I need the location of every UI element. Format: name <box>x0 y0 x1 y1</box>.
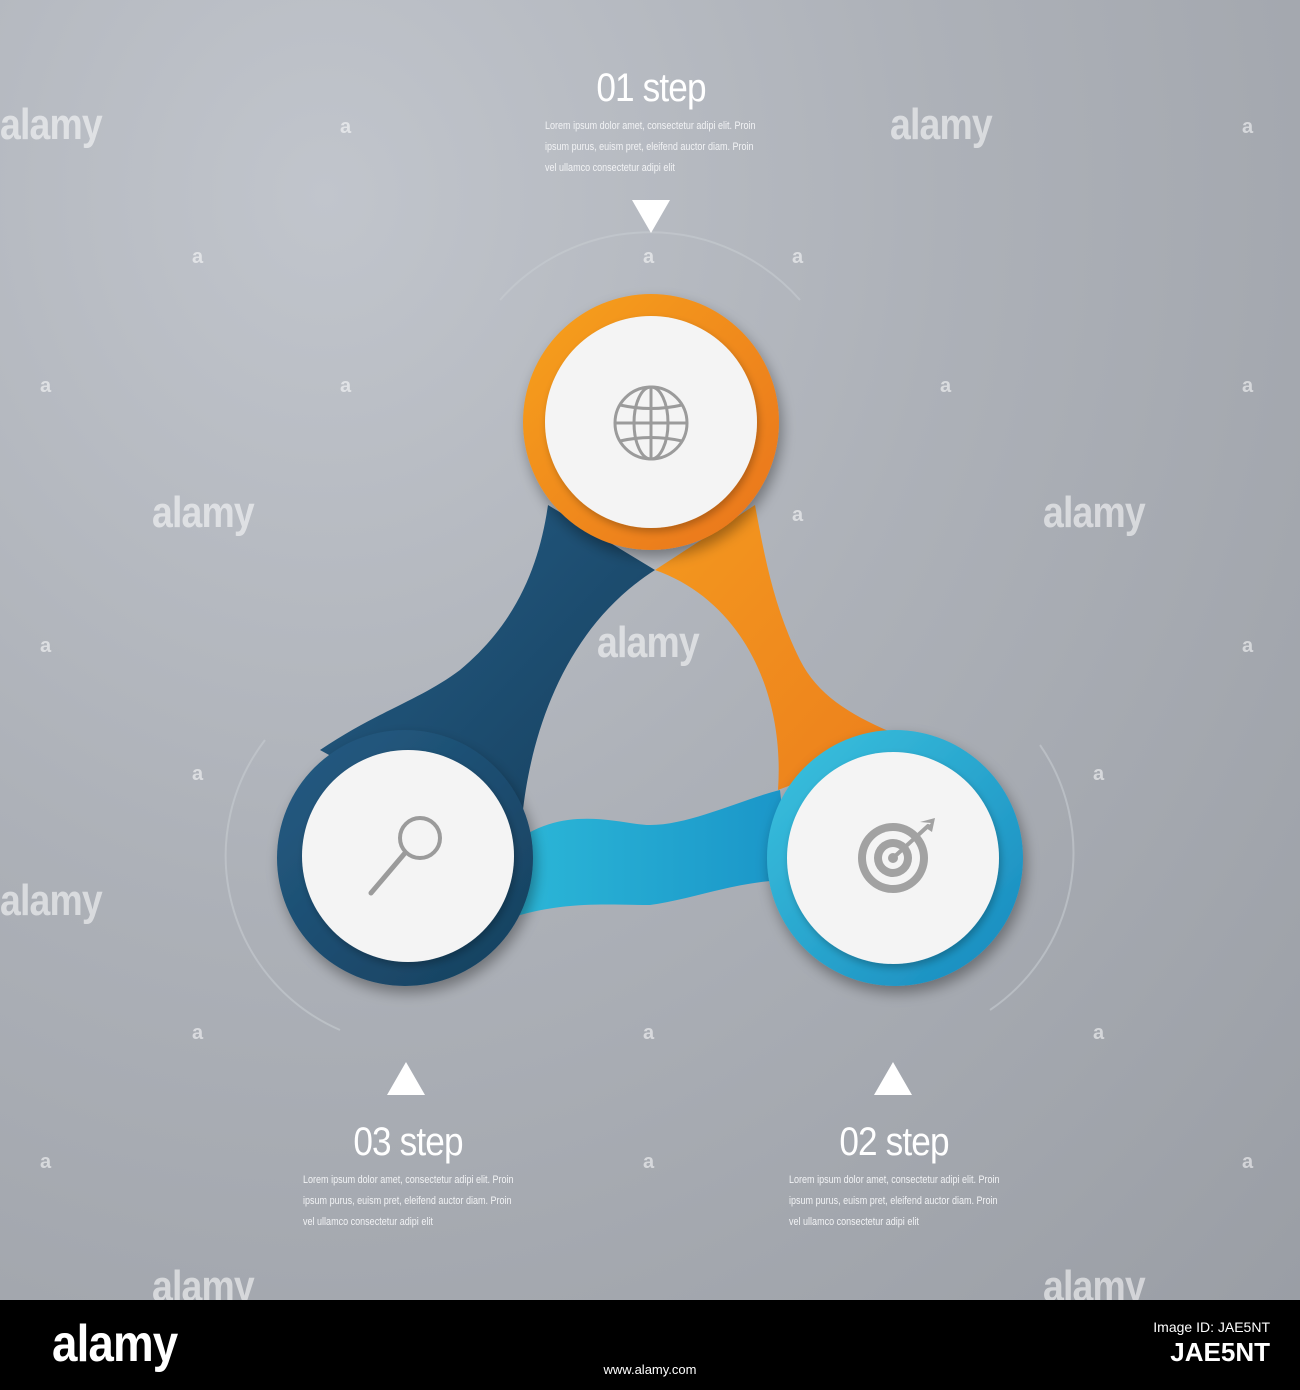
watermark-glyph: a <box>192 1022 204 1044</box>
step-3-arrow-icon <box>387 1062 425 1095</box>
watermark-glyph: a <box>643 1022 655 1044</box>
footer-url: www.alamy.com <box>603 1362 697 1377</box>
step-2-description: Lorem ipsum dolor amet, consectetur adip… <box>789 1174 1000 1228</box>
watermark-glyph: a <box>40 635 52 657</box>
watermark-glyph: a <box>40 1151 52 1173</box>
globe-icon <box>613 385 689 461</box>
watermark: alamy <box>1043 1262 1146 1300</box>
connector-orange-arm <box>655 505 910 790</box>
step-3-description: Lorem ipsum dolor amet, consectetur adip… <box>303 1174 514 1228</box>
step-3-title: 03 step <box>353 1120 463 1164</box>
watermark-glyph: a <box>192 246 204 268</box>
watermark: alamy <box>1043 488 1146 537</box>
watermark-glyph: a <box>1242 635 1254 657</box>
watermark-glyph: a <box>643 1151 655 1173</box>
target-icon <box>858 818 935 893</box>
step-1-node <box>523 294 779 550</box>
watermark-glyph: a <box>643 246 655 268</box>
watermark: alamy <box>0 876 103 925</box>
watermark-glyph: a <box>192 763 204 785</box>
cycle-diagram <box>224 200 1075 1095</box>
stock-footer-bar: alamy Image ID: JAE5NT JAE5NT www.alamy.… <box>0 1300 1300 1390</box>
image-id-value: JAE5NT <box>1170 1337 1270 1367</box>
watermark-glyph: a <box>792 246 804 268</box>
watermark-glyph: a <box>1242 375 1254 397</box>
step-2-node <box>767 730 1023 986</box>
watermark-glyph: a <box>940 375 952 397</box>
watermark-glyph: a <box>340 375 352 397</box>
watermark-glyph: a <box>1093 763 1105 785</box>
footer-logo: alamy <box>52 1315 178 1373</box>
step-3-node <box>277 730 533 986</box>
step-1-arrow-icon <box>632 200 670 233</box>
watermark: alamy <box>152 488 255 537</box>
watermark: alamy <box>152 1262 255 1300</box>
watermark-glyph: a <box>40 375 52 397</box>
watermark-glyph: a <box>792 504 804 526</box>
watermark: alamy <box>597 618 700 667</box>
step-2-arrow-icon <box>874 1062 912 1095</box>
footer-image-id: Image ID: JAE5NT JAE5NT <box>1153 1318 1270 1368</box>
magnifier-icon <box>368 816 442 896</box>
watermark-glyph: a <box>1242 116 1254 138</box>
watermark-glyph: a <box>340 116 352 138</box>
step-1-description: Lorem ipsum dolor amet, consectetur adip… <box>545 120 756 174</box>
step-1-title: 01 step <box>596 66 706 110</box>
step-2-title: 02 step <box>839 1120 949 1164</box>
connector-light-arm <box>505 790 790 920</box>
image-id-label: Image ID: JAE5NT <box>1153 1319 1270 1335</box>
watermark-glyph: a <box>1093 1022 1105 1044</box>
watermark: alamy <box>890 100 993 149</box>
infographic-canvas: alamy alamy alamy alamy alamy alamy alam… <box>0 0 1300 1300</box>
outer-halo <box>224 231 1075 1031</box>
watermark: alamy <box>0 100 103 149</box>
watermark-glyph: a <box>1242 1151 1254 1173</box>
